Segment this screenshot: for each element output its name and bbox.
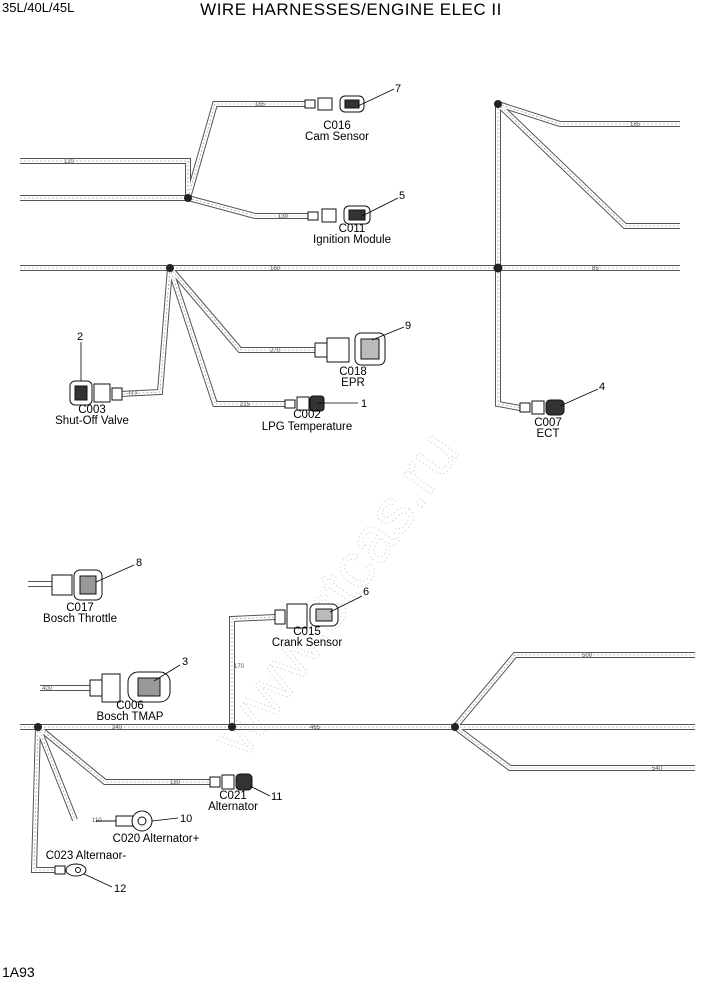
wire-length: 130 [278,214,289,220]
wire-length: 270 [270,348,281,354]
connector-c021 [209,773,253,791]
callout-number: 4 [599,381,605,393]
callout-number: 8 [136,557,142,569]
connector-c006 [89,671,171,703]
callout-number: 11 [271,791,282,803]
connector-code: C017 [66,602,94,614]
splice-node [493,263,503,273]
connector-c015 [274,603,339,629]
connector-name: EPR [341,377,365,389]
connector-c007 [519,399,565,416]
wire-length: 465 [310,725,321,731]
connector-c023 [54,863,87,877]
splice-node [451,723,459,731]
model-number: 35L/40L/45L [2,0,75,15]
connector-name: C023 Alternaor- [46,850,127,862]
splice-node [494,100,502,108]
connector-code: C018 [339,366,367,378]
page-code: 1A93 [2,964,35,980]
connector-code: C015 [293,626,321,638]
connector-name: Crank Sensor [272,637,342,649]
wire-length: 185 [255,102,266,108]
connector-c011 [307,205,371,225]
callout-number: 6 [363,586,369,598]
connector-code: C011 [339,223,366,235]
connector-name: Bosch Throttle [43,613,117,625]
callout-leaders [80,88,599,888]
wire-length-labels: 120 185 130 160 185 270 215 112 85 340 4… [42,102,663,824]
connector-c018 [314,332,386,366]
callout-number: 10 [180,813,192,825]
connector-c002 [284,395,325,412]
connector-labels: C016 Cam Sensor C011 Ignition Module C01… [43,120,562,862]
callout-number: 2 [77,331,83,343]
callout-number: 3 [182,656,188,668]
connector-code: C016 [323,120,351,132]
connector-c020 [96,810,153,832]
wire-length: 185 [630,122,641,128]
callout-number: 1 [361,398,367,410]
wire-length: 112 [128,392,138,398]
callout-numbers: 7 5 9 2 1 4 8 6 3 11 10 12 [77,83,605,895]
connector-code: C003 [78,404,106,416]
connector-code: C002 [293,409,321,421]
connector-name: Alternator [208,801,258,813]
callout-number: 5 [399,190,405,202]
connector-name: LPG Temperature [262,421,353,433]
connector-c003 [69,380,123,406]
connector-name: Shut-Off Valve [55,415,129,427]
page-title: WIRE HARNESSES/ENGINE ELEC II [200,0,502,19]
connector-c016 [304,95,365,113]
wire-length: 85 [592,266,599,272]
connector-code: C007 [534,417,562,429]
splice-node [228,723,236,731]
wire-length: 160 [270,266,281,272]
wire-length: 400 [42,686,53,692]
wire-length: 340 [112,725,123,731]
connector-name: ECT [537,428,560,440]
splice-node [166,264,174,272]
connector-code: C006 [116,700,144,712]
wire-length: 540 [652,766,663,772]
splice-node [184,194,192,202]
wire-length: 180 [170,780,181,786]
connector-code: C021 [219,790,247,802]
splice-node [34,723,42,731]
watermark: www.stcas.ru [197,418,473,769]
callout-number: 9 [405,320,411,332]
wire-length: 500 [582,653,593,659]
wire-length: 170 [234,664,245,670]
harness-wires [20,101,695,873]
wire-length: 120 [64,159,75,165]
connector-name: Ignition Module [313,234,391,246]
connector-c017 [51,569,103,601]
callout-number: 12 [114,883,126,895]
connector-name: Bosch TMAP [97,711,164,723]
callout-number: 7 [395,83,401,95]
wire-length: 215 [240,402,251,408]
connector-name: Cam Sensor [305,131,369,143]
connectors [51,95,565,877]
connector-name: C020 Alternator+ [113,833,200,845]
splice-junctions [34,100,503,731]
